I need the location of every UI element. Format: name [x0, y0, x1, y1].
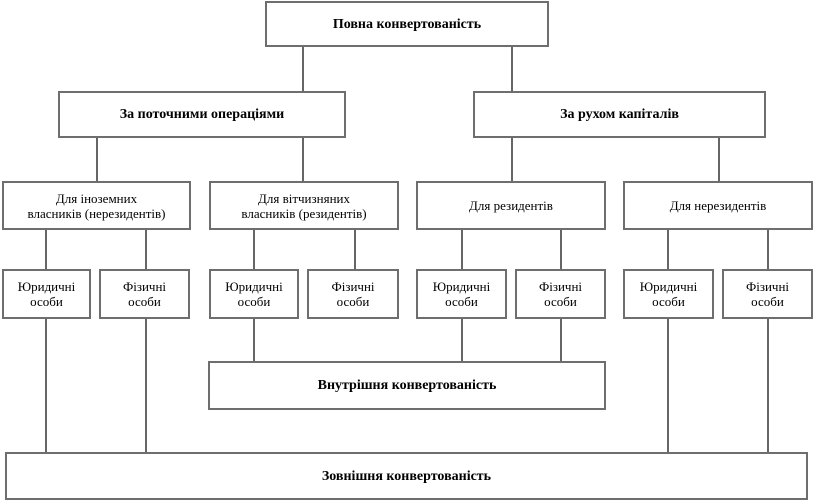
leaf-natural-domestic-label-1: Фізичні [331, 279, 375, 294]
leaf-natural-foreign-label-2: особи [128, 294, 161, 309]
external-convertibility-node: Зовнішня конвертованість [5, 452, 808, 500]
leaf-legal-domestic: Юридичні особи [209, 269, 299, 319]
foreign-owners-label-1: Для іноземних [55, 190, 138, 206]
leaf-legal-nonresidents: Юридичні особи [623, 269, 714, 319]
leaf-legal-foreign: Юридичні особи [2, 269, 91, 319]
internal-convertibility-label: Внутрішня конвертованість [317, 378, 497, 393]
internal-convertibility-node: Внутрішня конвертованість [208, 361, 606, 410]
current-operations-label: За поточними операціями [119, 107, 285, 122]
leaf-natural-foreign-label-1: Фізичні [122, 279, 167, 294]
capital-movement-label: За рухом капіталів [560, 107, 679, 122]
capital-movement-node: За рухом капіталів [473, 91, 766, 138]
foreign-owners-node: Для іноземних власників (нерезидентів) [2, 181, 191, 230]
nonresidents-label: Для нерезидентів [669, 198, 767, 213]
leaf-natural-nonresidents-label-1: Фізичні [745, 279, 790, 294]
domestic-owners-label-1: Для вітчизняних [258, 190, 350, 206]
domestic-owners-node: Для вітчизняних власників (резидентів) [209, 181, 399, 230]
leaf-natural-residents-label-1: Фізичні [538, 279, 583, 294]
leaf-natural-nonresidents: Фізичні особи [722, 269, 813, 319]
leaf-natural-foreign: Фізичні особи [99, 269, 190, 319]
leaf-natural-domestic: Фізичні особи [307, 269, 399, 319]
leaf-legal-foreign-label-2: особи [30, 294, 63, 309]
leaf-natural-residents-label-2: особи [544, 294, 577, 309]
leaf-natural-residents: Фізичні особи [515, 269, 606, 319]
leaf-legal-domestic-label-2: особи [237, 294, 271, 309]
external-convertibility-label: Зовнішня конвертованість [321, 468, 492, 484]
nonresidents-node: Для нерезидентів [623, 181, 813, 230]
leaf-natural-nonresidents-label-2: особи [751, 294, 784, 309]
root-label: Повна конвертованість [332, 16, 482, 32]
leaf-legal-residents: Юридичні особи [416, 269, 507, 319]
root-node: Повна конвертованість [265, 1, 549, 47]
leaf-legal-nonresidents-label-1: Юридичні [639, 279, 698, 294]
residents-node: Для резидентів [416, 181, 606, 230]
domestic-owners-label-2: власників (резидентів) [241, 205, 367, 221]
leaf-legal-residents-label-2: особи [445, 294, 478, 309]
residents-label: Для резидентів [469, 198, 553, 213]
foreign-owners-label-2: власників (нерезидентів) [27, 205, 166, 221]
leaf-natural-domestic-label-2: особи [336, 294, 370, 309]
leaf-legal-foreign-label-1: Юридичні [17, 279, 76, 294]
leaf-legal-domestic-label-1: Юридичні [225, 279, 283, 294]
leaf-legal-residents-label-1: Юридичні [432, 279, 491, 294]
leaf-legal-nonresidents-label-2: особи [652, 294, 685, 309]
current-operations-node: За поточними операціями [58, 91, 346, 138]
